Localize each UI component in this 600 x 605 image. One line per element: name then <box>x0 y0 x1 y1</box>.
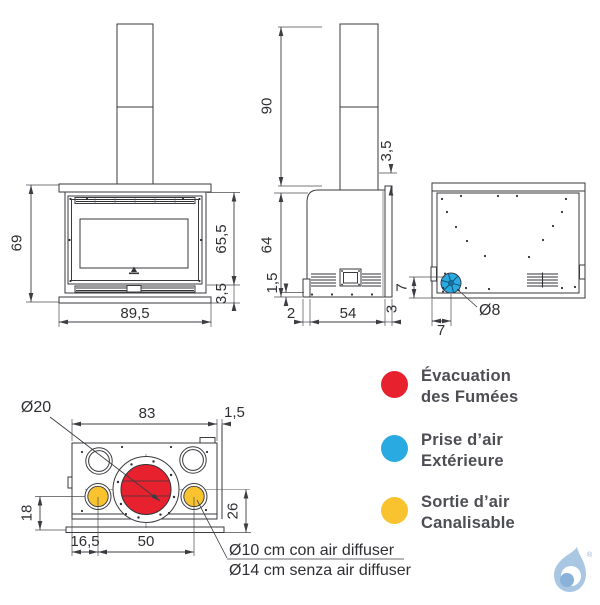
bolt-dots <box>116 460 176 519</box>
ducted-air-dot-icon <box>381 497 408 524</box>
side-depth-dim: 54 <box>340 305 357 322</box>
side-body-height-dim: 64 <box>259 237 276 254</box>
side-rear-offset-dim: 3 <box>384 305 401 313</box>
front-foot <box>302 278 311 298</box>
top-flue-front-offset-dim: 26 <box>225 503 242 520</box>
top-duct-left-offset-dim: 16,5 <box>70 533 99 550</box>
top-view-drawing: 83 1,5 18 26 16,5 50 Ø20 Ø10 cm con air … <box>19 399 412 579</box>
legend-item-ducted-air: Sortie d’air Canalisable <box>381 492 515 533</box>
front-plinth-height-dim: 3,5 <box>213 283 230 304</box>
air-inlet-fan <box>440 272 462 294</box>
flame-emblem-icon <box>129 266 139 275</box>
front-body-height-dim: 65,5 <box>213 224 230 253</box>
legend-label: Extérieure <box>421 451 504 470</box>
side-foot-height-dim: 1,5 <box>264 273 281 294</box>
front-view-drawing: 69 65,5 3,5 89,5 <box>9 23 240 327</box>
flue-outlet <box>112 456 180 523</box>
legend-label: Prise d’air <box>421 431 503 449</box>
top-rear-panel-dim: 1,5 <box>224 404 245 421</box>
screw-dots <box>310 270 374 296</box>
flue-outlet-circle <box>120 464 172 515</box>
front-overall-width-dim: 89,5 <box>120 305 149 322</box>
screw-dots <box>68 197 203 283</box>
top-duct-front-offset-dim: 18 <box>19 505 36 522</box>
diffuser-note-line2: Ø14 cm senza air diffuser <box>229 562 412 579</box>
fume-exhaust-dot-icon <box>381 371 408 398</box>
side-flue-height-dim: 90 <box>259 98 276 115</box>
inlet-diameter-label: Ø8 <box>479 302 500 319</box>
screw-dots <box>440 194 577 291</box>
top-duct-spacing-dim: 50 <box>138 533 155 550</box>
rear-vent-slats <box>527 272 558 288</box>
top-width-dim: 83 <box>139 405 156 422</box>
legend-item-fume-exhaust: Évacuation des Fumées <box>381 366 518 407</box>
inlet-vertical-offset-dim: 7 <box>394 283 411 291</box>
door-handle <box>126 285 142 293</box>
inlet-horizontal-offset-dim: 7 <box>437 322 445 339</box>
drop-logo-icon: ® <box>554 547 593 592</box>
legend-item-air-intake: Prise d’air Extérieure <box>381 430 504 471</box>
front-overall-height-dim: 69 <box>9 235 26 252</box>
diffuser-note-line1: Ø10 cm con air diffuser <box>229 542 395 559</box>
side-flue-rear-gap-dim: 3,5 <box>378 141 395 162</box>
legend-label: Sortie d’air <box>421 493 510 511</box>
side-front-offset-dim: 2 <box>287 305 295 322</box>
registered-mark: ® <box>587 551 593 559</box>
flue-diameter-label: Ø20 <box>21 399 51 416</box>
air-intake-dot-icon <box>381 435 408 462</box>
side-view-drawing: 90 64 1,5 3,5 2 54 3 <box>259 23 401 326</box>
brand-drop-logo: ® <box>551 544 593 603</box>
back-view-drawing: 7 7 Ø8 <box>394 182 586 339</box>
legend-label: Canalisable <box>421 513 515 532</box>
legend-label: Évacuation <box>421 367 512 385</box>
legend-label: des Fumées <box>421 387 519 406</box>
screw-dots <box>80 445 209 516</box>
